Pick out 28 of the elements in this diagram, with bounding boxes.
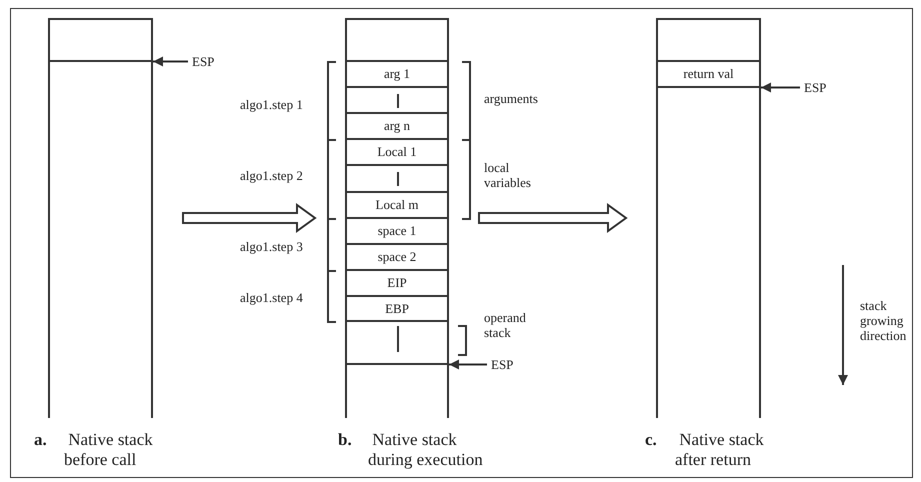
stack-slot: arg n (347, 114, 447, 140)
stack-caption: b. Native stack during execution (338, 430, 484, 470)
stack-slot: EIP (347, 271, 447, 297)
stack-slot: space 2 (347, 245, 447, 271)
stack-slot: Local 1 (347, 140, 447, 166)
direction-label: stack growing direction (860, 298, 908, 343)
stack-slot: EBP (347, 297, 447, 322)
bracket-label: algo1.step 1 (240, 97, 304, 112)
pointer-arrow (761, 82, 800, 92)
bracket-label: algo1.step 4 (240, 290, 304, 305)
stack-slot: return val (658, 62, 759, 88)
stack-caption: a. Native stack before call (34, 430, 154, 470)
pointer-label: ESP (192, 54, 214, 69)
bracket-label: algo1.step 3 (240, 239, 304, 254)
stack-slot: Local m (347, 193, 447, 219)
pointer-label: ESP (804, 80, 826, 95)
stack-slot: arg 1 (347, 62, 447, 88)
bracket-label: operand stack (484, 310, 527, 340)
pointer-arrow (153, 56, 188, 66)
block-arrow (182, 203, 317, 233)
pointer-arrow (449, 360, 487, 370)
bracket-label: local variables (484, 160, 532, 190)
stack-slot: space 1 (347, 219, 447, 245)
stack-caption: c. Native stack after return (645, 430, 765, 470)
bracket-label: arguments (484, 91, 539, 106)
bracket-label: algo1.step 2 (240, 168, 304, 183)
pointer-label: ESP (491, 357, 514, 372)
block-arrow (478, 203, 628, 233)
